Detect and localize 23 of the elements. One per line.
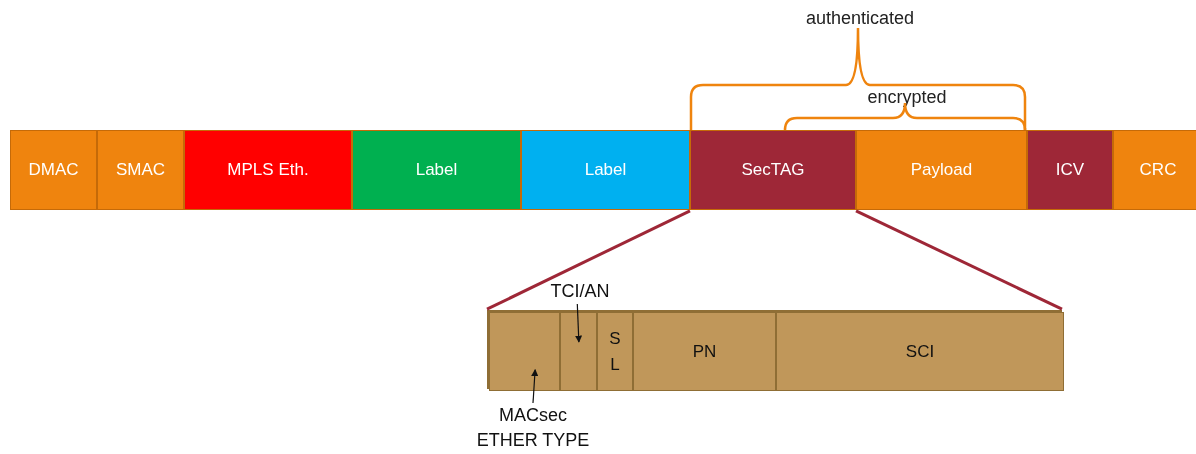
field-box: S L bbox=[597, 312, 633, 391]
field-box: SCI bbox=[776, 312, 1064, 391]
field-box: Payload bbox=[856, 130, 1027, 210]
field-box bbox=[560, 312, 597, 391]
field-box: DMAC bbox=[10, 130, 97, 210]
field-box: Label bbox=[521, 130, 690, 210]
field-box: ICV bbox=[1027, 130, 1113, 210]
annotation-text: TCI/AN bbox=[550, 279, 610, 303]
bracket-label: encrypted bbox=[867, 87, 947, 108]
leader-arrow bbox=[531, 368, 539, 404]
leader-arrow bbox=[575, 303, 583, 343]
field-box: MPLS Eth. bbox=[184, 130, 352, 210]
field-box: PN bbox=[633, 312, 776, 391]
field-box: CRC bbox=[1113, 130, 1196, 210]
bracket-label: authenticated bbox=[805, 8, 915, 29]
expansion-line bbox=[486, 209, 691, 311]
annotation-text: MACsec ETHER TYPE bbox=[475, 404, 591, 452]
field-box: SecTAG bbox=[690, 130, 856, 210]
sectag-detail-bar bbox=[487, 310, 1062, 389]
field-box: Label bbox=[352, 130, 521, 210]
field-box: SMAC bbox=[97, 130, 184, 210]
field-box bbox=[489, 312, 560, 391]
expansion-line bbox=[855, 209, 1063, 311]
